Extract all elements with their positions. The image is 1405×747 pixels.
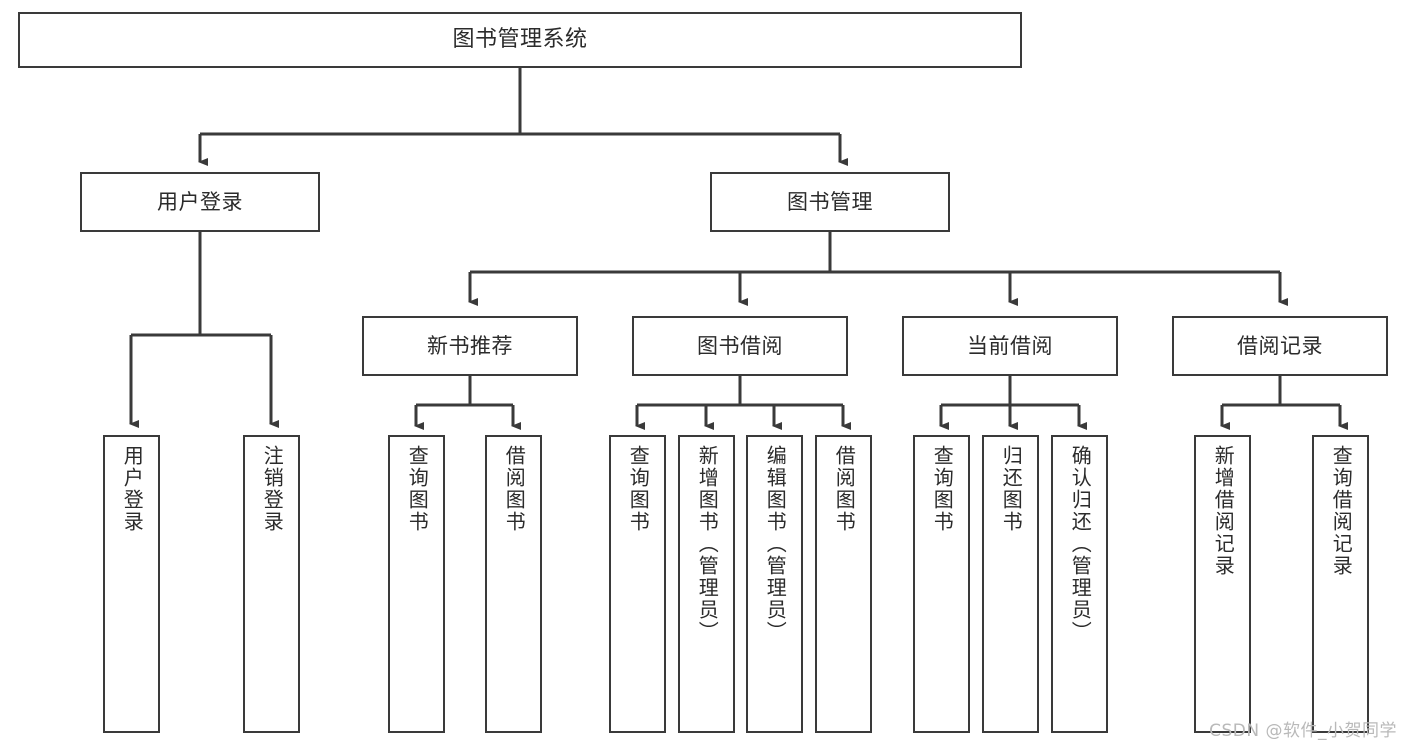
- node-label: 用户登录: [157, 189, 243, 214]
- node-leaf-query-book-borrow[interactable]: 查询图书: [609, 435, 666, 733]
- node-leaf-add-borrow-record[interactable]: 新增借阅记录: [1194, 435, 1251, 733]
- node-book-borrowing[interactable]: 图书借阅: [632, 316, 848, 376]
- node-label: 查询借阅记录: [1329, 445, 1354, 577]
- node-leaf-borrow-book-recommend[interactable]: 借阅图书: [485, 435, 542, 733]
- node-label: 图书管理: [787, 189, 873, 214]
- node-label: 借阅图书: [832, 445, 857, 533]
- node-label: 新增图书（管理员）: [695, 445, 720, 643]
- node-label: 查询图书: [626, 445, 651, 533]
- node-label: 用户登录: [120, 445, 145, 533]
- node-book-management[interactable]: 图书管理: [710, 172, 950, 232]
- node-label: 新书推荐: [427, 333, 513, 358]
- node-borrowing-record[interactable]: 借阅记录: [1172, 316, 1388, 376]
- node-label: 借阅记录: [1237, 333, 1323, 358]
- node-leaf-query-borrow-record[interactable]: 查询借阅记录: [1312, 435, 1369, 733]
- node-label: 图书管理系统: [452, 27, 588, 53]
- node-leaf-borrow-book[interactable]: 借阅图书: [815, 435, 872, 733]
- node-leaf-logout[interactable]: 注销登录: [243, 435, 300, 733]
- node-root-book-management-system[interactable]: 图书管理系统: [18, 12, 1022, 68]
- csdn-watermark: CSDN @软件_小贺同学: [1209, 721, 1397, 741]
- node-leaf-user-login[interactable]: 用户登录: [103, 435, 160, 733]
- node-label: 查询图书: [405, 445, 430, 533]
- node-new-book-recommendation[interactable]: 新书推荐: [362, 316, 578, 376]
- node-label: 归还图书: [999, 445, 1024, 533]
- node-leaf-query-book-current[interactable]: 查询图书: [913, 435, 970, 733]
- node-label: 查询图书: [930, 445, 955, 533]
- node-label: 图书借阅: [697, 333, 783, 358]
- node-current-borrowing[interactable]: 当前借阅: [902, 316, 1118, 376]
- node-label: 借阅图书: [502, 445, 527, 533]
- node-leaf-query-book-recommend[interactable]: 查询图书: [388, 435, 445, 733]
- node-leaf-add-book-admin[interactable]: 新增图书（管理员）: [678, 435, 735, 733]
- node-label: 新增借阅记录: [1211, 445, 1236, 577]
- node-label: 确认归还（管理员）: [1068, 445, 1093, 643]
- node-leaf-edit-book-admin[interactable]: 编辑图书（管理员）: [746, 435, 803, 733]
- node-label: 注销登录: [260, 445, 285, 533]
- node-label: 编辑图书（管理员）: [763, 445, 788, 643]
- node-leaf-return-book[interactable]: 归还图书: [982, 435, 1039, 733]
- node-label: 当前借阅: [967, 333, 1053, 358]
- node-user-login[interactable]: 用户登录: [80, 172, 320, 232]
- node-leaf-confirm-return-admin[interactable]: 确认归还（管理员）: [1051, 435, 1108, 733]
